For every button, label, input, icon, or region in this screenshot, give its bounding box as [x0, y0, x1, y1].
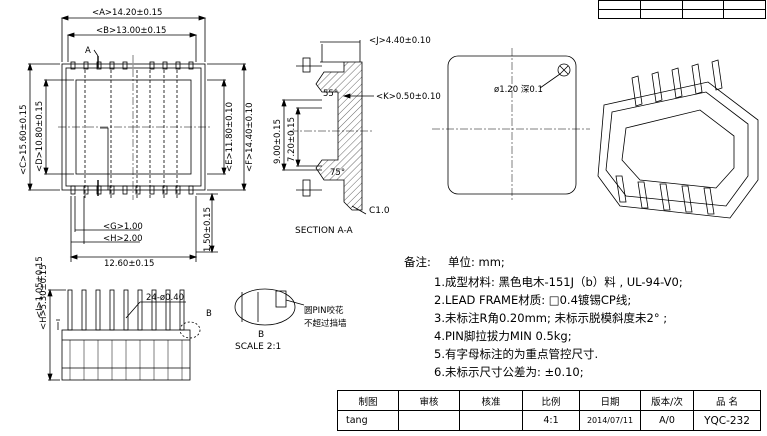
dim-pin-length: 1.50±0.15	[203, 207, 213, 252]
detail-note-1: 圆PIN咬花	[304, 305, 344, 316]
tb-value-product: YQC-232	[693, 410, 761, 431]
section-mark-a: A	[85, 46, 91, 56]
tb-value-drawn: tang	[337, 410, 399, 431]
tb-header-drawn: 制图	[337, 390, 399, 411]
tb-header-date: 日期	[579, 390, 641, 411]
detail-mark-b: B	[206, 309, 212, 319]
detail-title: B	[258, 330, 264, 340]
title-block: 制图 审核 核准 比例 日期 版本/次 品 名 tang 4:1 2014/07…	[337, 390, 761, 431]
section-a-a-view	[281, 40, 374, 215]
dim-e: <E>11.80±0.10	[225, 102, 235, 172]
dim-h: <H>2.00	[103, 234, 143, 244]
tb-header-product: 品 名	[693, 390, 761, 411]
note-item-5: 5.有字母标注的为重点管控尺寸.	[434, 347, 599, 361]
top-right-grid	[598, 0, 766, 19]
dim-b: <B>13.00±0.15	[96, 26, 166, 36]
dim-k: <K>0.50±0.10	[376, 92, 441, 102]
title-block-value-row: tang 4:1 2014/07/11 A/0 YQC-232	[337, 410, 761, 431]
dim-section-height-1: 9.00±0.15	[273, 119, 283, 164]
tb-header-scale: 比例	[522, 390, 580, 411]
note-item-4: 4.PIN脚拉拔力MIN 0.5kg;	[434, 329, 572, 343]
dim-section-height-2: 7.20±0.15	[287, 117, 297, 162]
note-item-3: 3.未标注R角0.20mm; 未标示脱模斜度未2° ;	[434, 311, 668, 325]
dim-f: <F>14.40±0.10	[245, 102, 255, 172]
dim-width-bottom: 12.60±0.15	[104, 259, 154, 269]
tb-header-version: 版本/次	[640, 390, 694, 411]
dim-side-h: <H>5.30±0.15	[39, 264, 49, 330]
dim-c: <C>15.60±0.15	[19, 104, 29, 175]
detail-note-2: 不超过挡墙	[304, 318, 347, 329]
angle-75: 75°	[330, 168, 345, 178]
tb-value-date: 2014/07/11	[579, 410, 641, 431]
top-view	[27, 15, 247, 262]
tb-value-scale: 4:1	[522, 410, 580, 431]
note-item-6: 6.未标示尺寸公差为: ±0.10;	[434, 365, 584, 379]
tb-header-checked: 审核	[398, 390, 460, 411]
note-item-1: 1.成型材料: 黑色电木-151J（b）料 , UL-94-V0;	[434, 275, 683, 289]
dim-j: <J>4.40±0.10	[369, 36, 431, 46]
note-item-2: 2.LEAD FRAME材质: □0.4镀锡CP线;	[434, 293, 632, 307]
title-block-header-row: 制图 审核 核准 比例 日期 版本/次 品 名	[337, 390, 761, 411]
side-view	[47, 288, 201, 382]
tb-value-version: A/0	[640, 410, 694, 431]
dim-a: <A>14.20±0.15	[92, 8, 162, 18]
notes-unit: 单位: mm;	[448, 255, 505, 269]
angle-55: 55°	[323, 89, 338, 99]
isometric-view	[597, 59, 759, 219]
dim-g: <G>1.00	[103, 222, 143, 232]
dim-side-i: <I>1.05±0.15	[35, 256, 45, 318]
tb-header-approved: 核准	[459, 390, 523, 411]
notes-title: 备注:	[404, 255, 431, 269]
section-title: SECTION A-A	[295, 226, 354, 236]
chamfer-label: C1.0	[369, 206, 390, 216]
detail-scale: SCALE 2:1	[235, 342, 281, 352]
tb-value-approved	[459, 410, 523, 431]
hole-callout: ø1.20 深0.1	[494, 85, 543, 95]
detail-b-view	[234, 288, 305, 326]
plain-top-view	[432, 48, 590, 202]
pin-count-label: 24-ø0.40	[146, 293, 184, 303]
dim-d: <D>10.80±0.15	[35, 101, 45, 172]
tb-value-checked	[398, 410, 460, 431]
